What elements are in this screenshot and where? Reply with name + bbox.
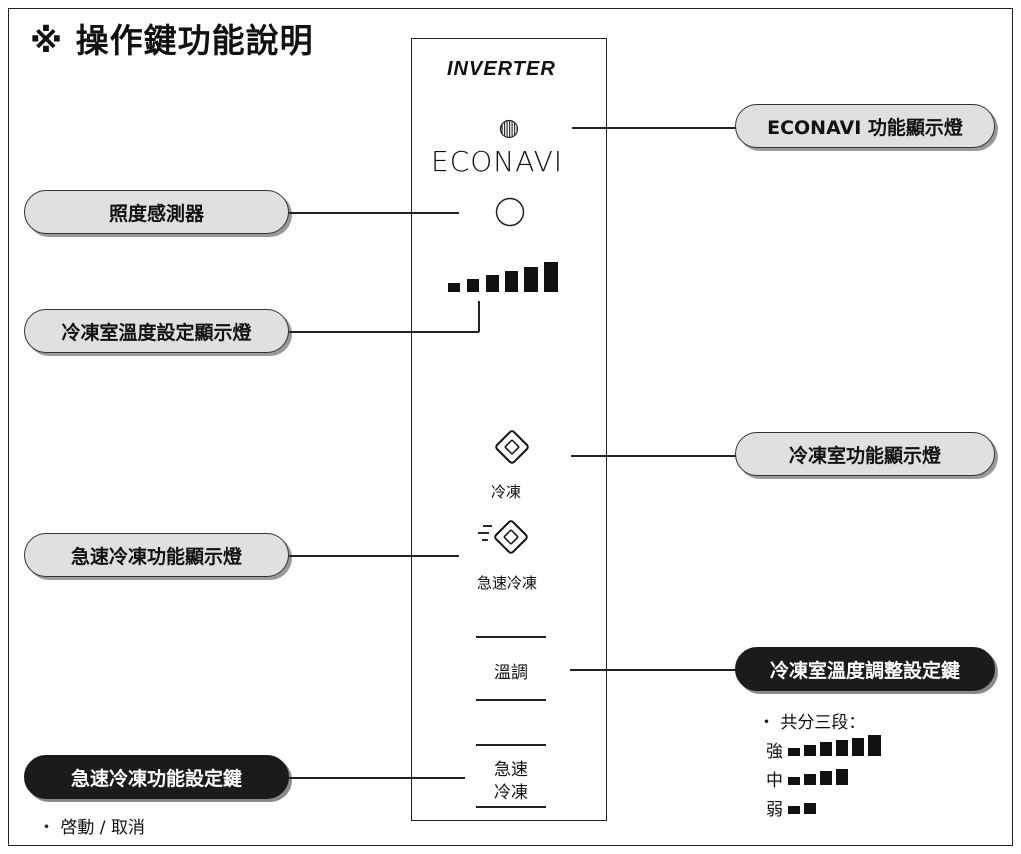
freezer-temp-leader-line-h: [289, 331, 479, 333]
levels-intro-note: ・ 共分三段：: [758, 713, 866, 733]
medium-bar-3: [820, 771, 832, 785]
freezer-function-indicator-callout-text: 冷凍室功能顯示燈: [788, 444, 941, 467]
freezer-temp-indicator-callout-text: 冷凍室溫度設定顯示燈: [61, 321, 252, 344]
strong-bar-6: [868, 735, 881, 756]
inverter-logo-text: INVERTER: [447, 58, 556, 80]
temp-button-bottom-line: [476, 699, 546, 701]
temp-button-top-line: [476, 636, 546, 638]
freezer-temp-key-leader-line: [570, 669, 736, 671]
quick-freeze-key-callout: 急速冷凍功能設定鍵: [24, 755, 289, 799]
temp-bar-1: [448, 283, 460, 292]
quick-freeze-button-line2[interactable]: 冷凍: [494, 783, 528, 803]
control-panel: [411, 38, 607, 821]
freezer-function-leader-line: [571, 455, 736, 457]
quick-freeze-key-callout-text: 急速冷凍功能設定鍵: [70, 767, 242, 790]
quick-freeze-indicator-leader-line: [289, 555, 459, 557]
temp-bar-4: [505, 271, 518, 292]
econavi-leader-line: [572, 127, 736, 129]
quick-freeze-button-top-line: [476, 744, 546, 746]
weak-bar-1: [788, 806, 800, 814]
freezer-temp-leader-line-v: [478, 301, 480, 332]
freezer-function-indicator-callout: 冷凍室功能顯示燈: [735, 432, 995, 476]
quick-freeze-button-bottom-line: [476, 806, 546, 808]
light-sensor-callout-text: 照度感測器: [108, 202, 204, 225]
strong-bar-3: [820, 742, 832, 756]
strong-bar-2: [804, 745, 816, 756]
strong-bar-5: [852, 738, 864, 756]
econavi-indicator-callout: ECONAVI 功能顯示燈: [735, 104, 995, 148]
diagram-frame: [8, 8, 1013, 846]
quick-freeze-indicator-callout: 急速冷凍功能顯示燈: [24, 533, 289, 577]
light-sensor-icon: [495, 197, 525, 227]
temp-bar-3: [486, 275, 499, 292]
econavi-logo: ECONAVI: [431, 145, 564, 178]
quick-freeze-icon-label: 急速冷凍: [477, 574, 538, 592]
temp-bar-2: [467, 279, 479, 292]
quick-freeze-key-leader-line: [289, 777, 465, 779]
level-weak-label: 弱: [766, 800, 783, 820]
quick-freeze-key-note: ・ 啓動 / 取消: [38, 818, 145, 838]
quick-freeze-icon: [478, 520, 528, 554]
temp-button[interactable]: 溫調: [494, 663, 528, 683]
freezer-temp-key-callout-text: 冷凍室溫度調整設定鍵: [769, 659, 960, 682]
strong-bar-4: [836, 740, 848, 756]
weak-bar-2: [804, 803, 816, 814]
freeze-icon-label: 冷凍: [491, 483, 522, 501]
inverter-logo: INVERTER: [447, 58, 556, 81]
strong-bar-1: [788, 748, 800, 756]
quick-freeze-indicator-callout-text: 急速冷凍功能顯示燈: [70, 545, 242, 568]
medium-bar-2: [804, 774, 816, 785]
temp-bar-5: [524, 267, 538, 292]
level-strong-label: 強: [766, 742, 783, 762]
medium-bar-1: [788, 777, 800, 785]
level-medium-label: 中: [766, 771, 783, 791]
light-sensor-callout: 照度感測器: [24, 190, 289, 234]
econavi-indicator-icon: [499, 119, 519, 139]
freeze-icon: [495, 430, 529, 464]
quick-freeze-button-line1[interactable]: 急速: [494, 760, 528, 780]
freezer-temp-key-callout: 冷凍室溫度調整設定鍵: [735, 647, 995, 691]
econavi-indicator-callout-text: ECONAVI 功能顯示燈: [767, 116, 963, 139]
light-sensor-leader-line: [289, 212, 459, 214]
temp-bar-6: [544, 262, 558, 292]
medium-bar-4: [836, 769, 848, 785]
page-title: ※ 操作鍵功能說明: [30, 21, 314, 60]
freezer-temp-indicator-callout: 冷凍室溫度設定顯示燈: [24, 309, 289, 353]
